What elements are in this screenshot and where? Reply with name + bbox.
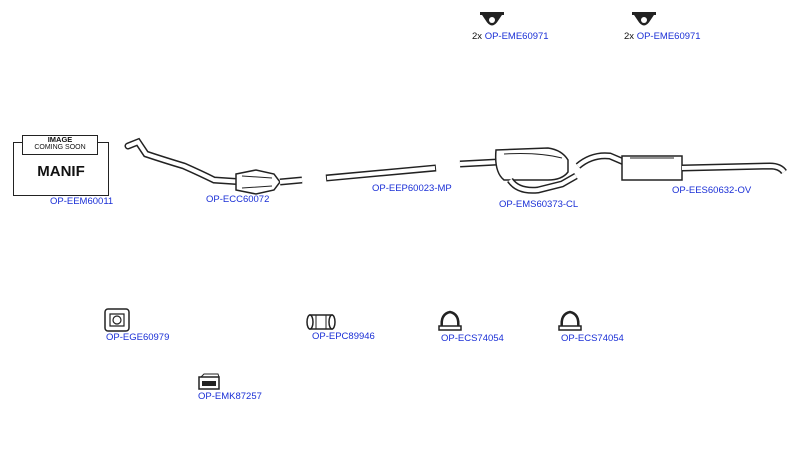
part-label-eep[interactable]: OP-EEP60023-MP (372, 183, 452, 194)
part-label-ees[interactable]: OP-EES60632-OV (672, 185, 752, 196)
part-label-ecs-1[interactable]: OP-ECS74054 (441, 333, 504, 344)
banner-line-2: COMING SOON (34, 144, 86, 151)
catalytic-converter-icon[interactable] (124, 137, 304, 198)
rear-silencer-icon[interactable] (574, 150, 790, 184)
part-label-epc[interactable]: OP-EPC89946 (312, 331, 375, 342)
clamp-icon[interactable] (558, 308, 582, 332)
clamp-icon[interactable] (438, 308, 462, 332)
placeholder-text: MANIF (37, 163, 85, 180)
gasket-icon[interactable] (104, 308, 130, 332)
part-label-eme-2[interactable]: 2x OP-EME60971 (624, 31, 701, 42)
quantity-text: 2x (472, 31, 483, 42)
part-code[interactable]: OP-EME60971 (484, 31, 549, 42)
part-label-ems[interactable]: OP-EMS60373-CL (499, 199, 579, 210)
part-code[interactable]: OP-EME60971 (636, 31, 701, 42)
quantity-text: 2x (624, 31, 635, 42)
pipe-connector-icon[interactable] (306, 312, 336, 332)
rubber-mount-icon[interactable] (632, 12, 656, 30)
part-label-ecs-2[interactable]: OP-ECS74054 (561, 333, 624, 344)
image-coming-soon-banner: IMAGE COMING SOON (22, 135, 98, 155)
middle-silencer-icon[interactable] (458, 146, 582, 196)
part-label-eem[interactable]: OP-EEM60011 (50, 196, 114, 207)
pipe-icon[interactable] (324, 164, 440, 184)
manifold-placeholder-icon[interactable]: IMAGE COMING SOON MANIF (13, 135, 109, 196)
rubber-mount-icon[interactable] (480, 12, 504, 30)
part-label-emk[interactable]: OP-EMK87257 (198, 391, 262, 402)
banner-line-1: IMAGE (47, 135, 73, 144)
cat-mounting-kit-icon[interactable] (198, 373, 220, 390)
part-label-eme-1[interactable]: 2x OP-EME60971 (472, 31, 549, 42)
part-label-ecc[interactable]: OP-ECC60072 (206, 194, 270, 205)
part-label-ege[interactable]: OP-EGE60979 (106, 332, 170, 343)
